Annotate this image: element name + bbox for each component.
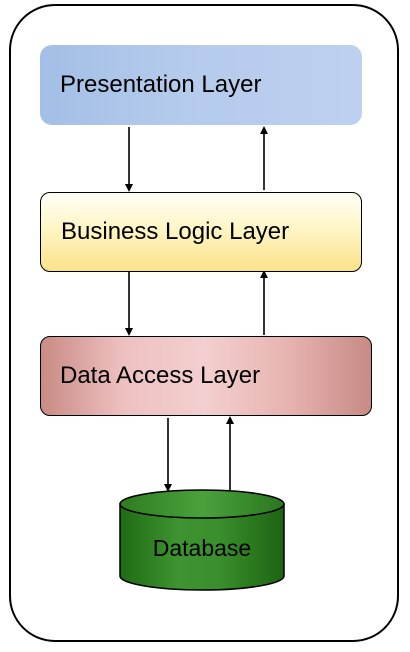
database-icon: [119, 489, 285, 591]
data-access-layer-label: Data Access Layer: [60, 362, 261, 389]
business-logic-layer: Business Logic Layer: [40, 192, 362, 272]
business-logic-layer-label: Business Logic Layer: [61, 218, 290, 245]
presentation-layer-label: Presentation Layer: [60, 71, 262, 98]
data-access-layer: Data Access Layer: [40, 336, 372, 416]
database-label: Database: [152, 534, 252, 561]
presentation-layer: Presentation Layer: [40, 45, 362, 125]
